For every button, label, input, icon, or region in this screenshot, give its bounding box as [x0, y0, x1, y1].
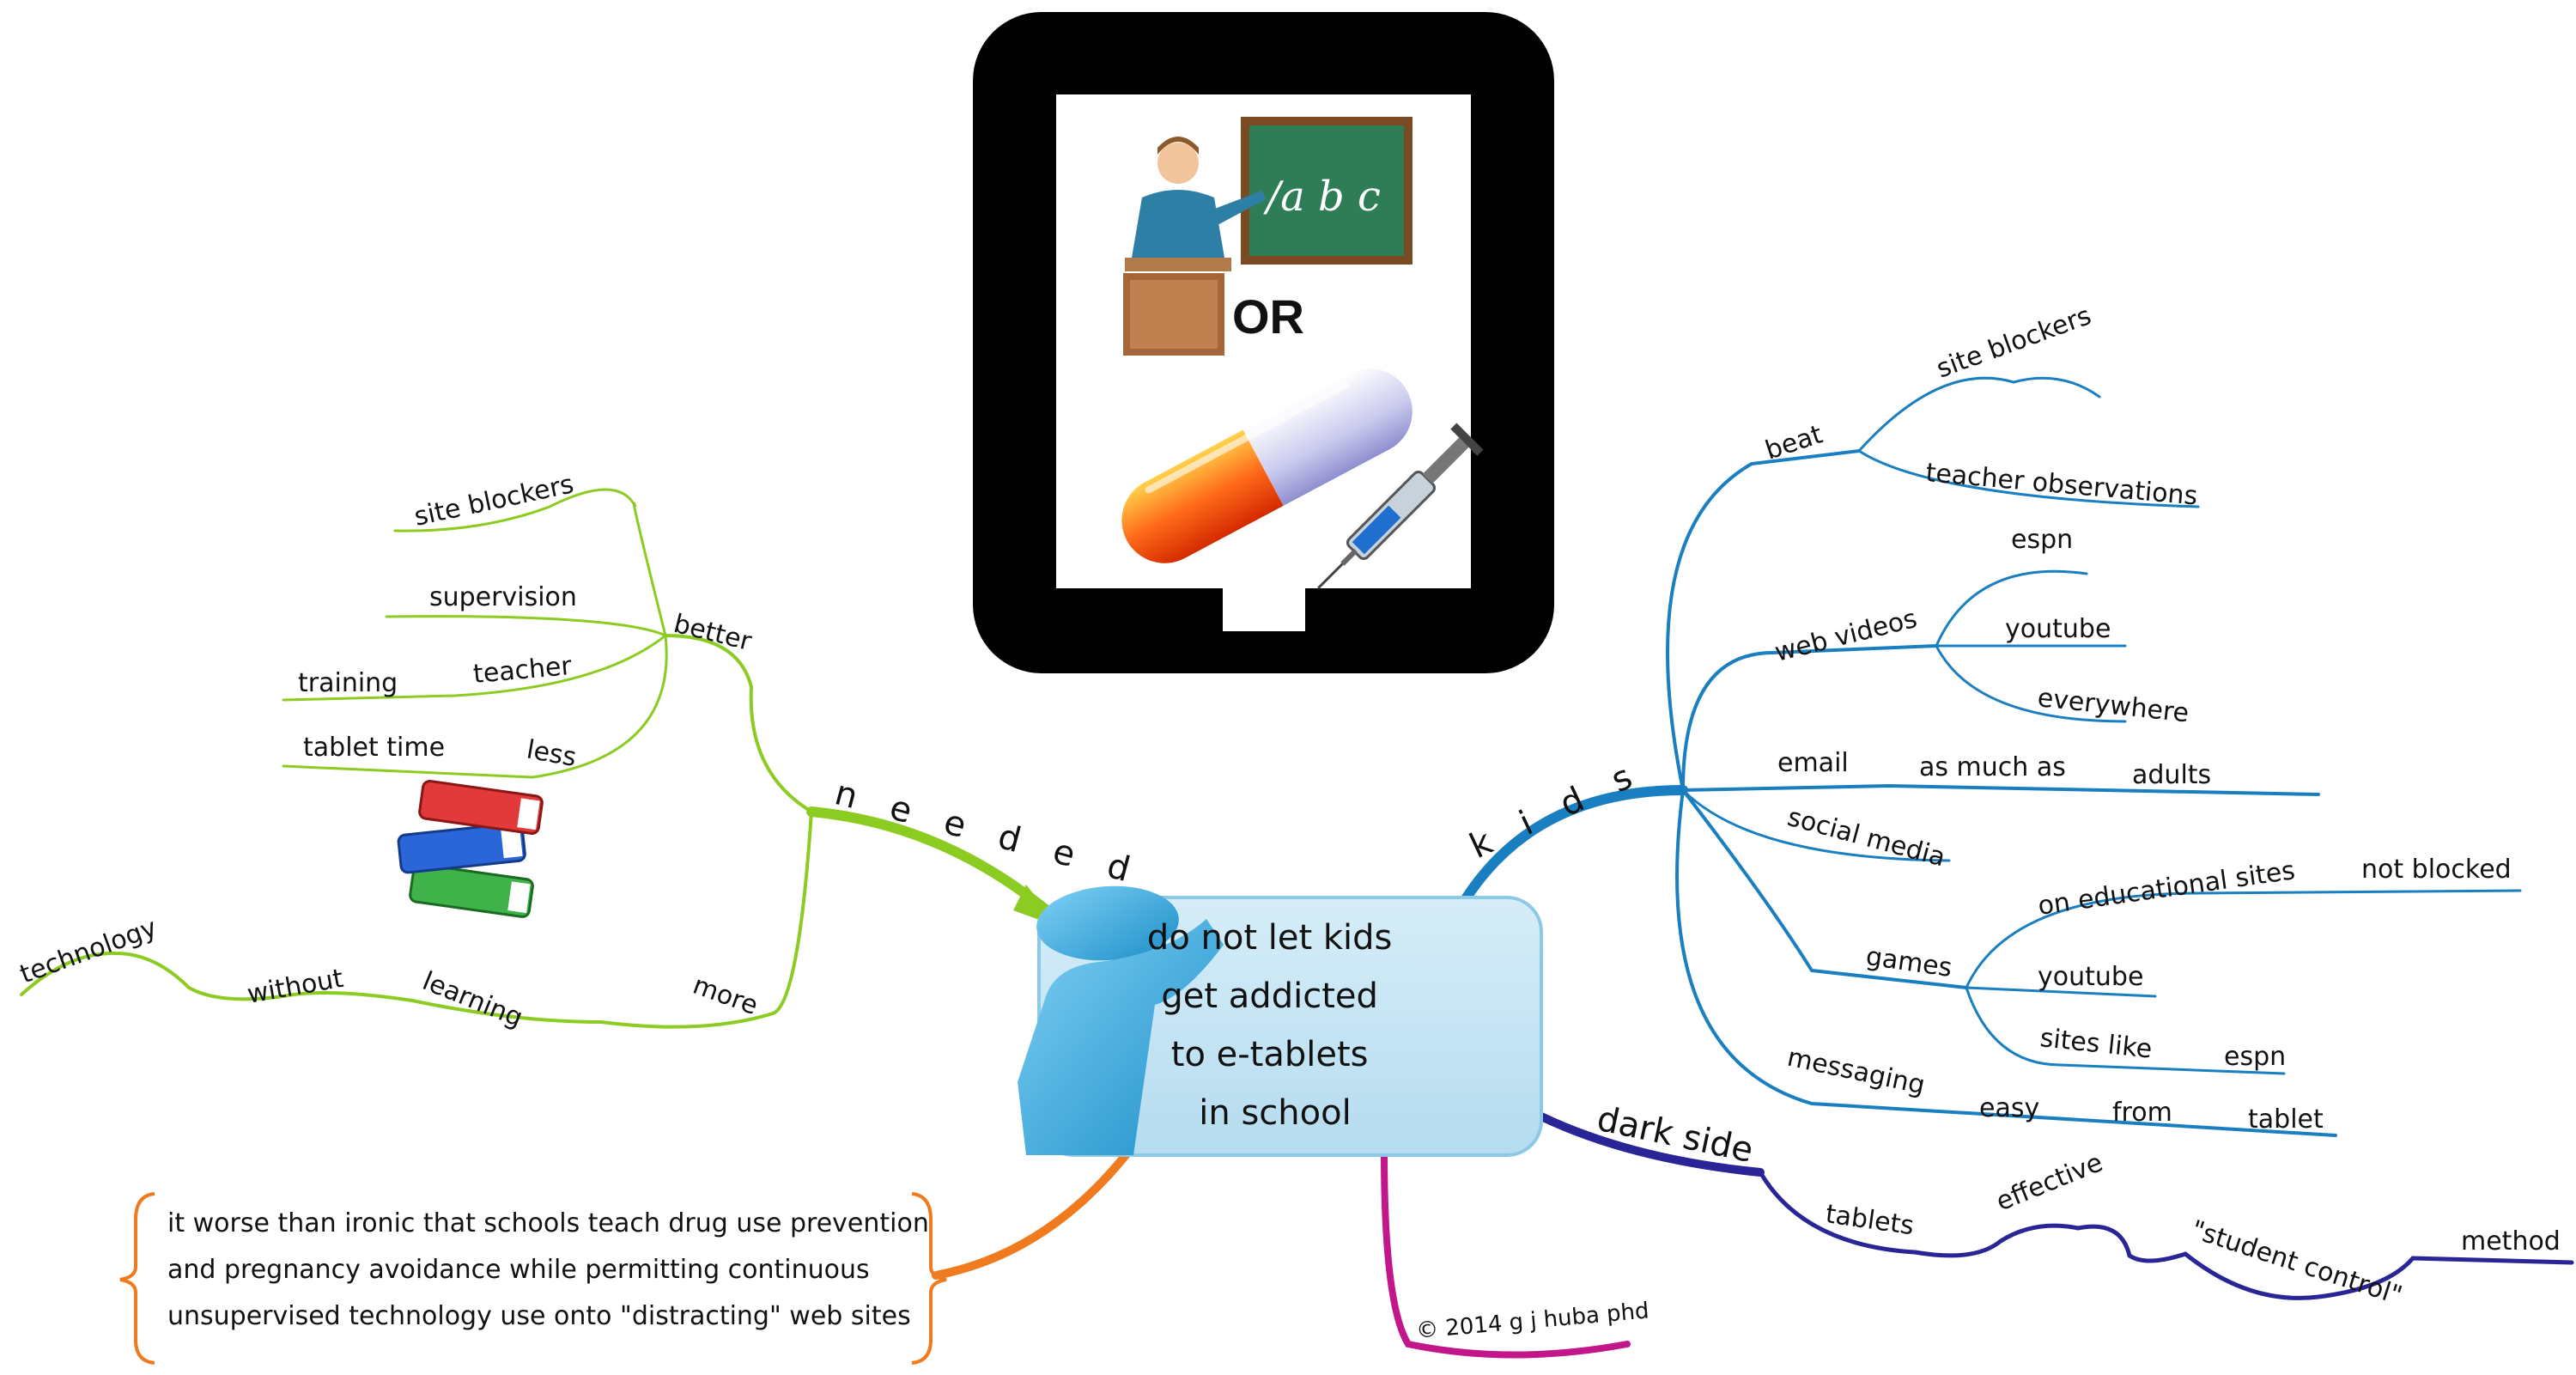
better-label[interactable]: better — [671, 609, 755, 657]
note-line-1: it worse than ironic that schools teach … — [167, 1208, 929, 1238]
center-title: do not let kids get addicted to e-tablet… — [1147, 918, 1403, 1133]
center-node[interactable]: do not let kids get addicted to e-tablet… — [1018, 881, 1543, 1157]
web-videos-espn-label[interactable]: espn — [2011, 525, 2073, 555]
note-left-brace — [119, 1192, 155, 1365]
email-as-much-as-label[interactable]: as much as — [1919, 752, 2066, 782]
tablet-time-label[interactable]: tablet time — [303, 733, 445, 763]
messaging-label[interactable]: messaging — [1784, 1043, 1927, 1101]
teacher-label[interactable]: teacher — [472, 651, 574, 690]
method-label[interactable]: method — [2461, 1226, 2561, 1256]
without-label[interactable]: without — [245, 964, 345, 1010]
chalkboard-text: /a b c — [1263, 173, 1381, 221]
center-line-1: do not let kids — [1147, 918, 1392, 958]
books-icon — [397, 780, 544, 918]
copyright-label: © 2014 g j huba phd — [1415, 1298, 1650, 1344]
web-videos-label[interactable]: web videos — [1771, 604, 1920, 668]
note-line-3: unsupervised technology use onto "distra… — [167, 1301, 911, 1331]
teacher-chalkboard-icon: /a b c — [1123, 117, 1413, 356]
person-icon — [1018, 885, 1224, 1155]
note-line-2: and pregnancy avoidance while permitting… — [167, 1255, 870, 1285]
games-espn-label[interactable]: espn — [2224, 1042, 2286, 1072]
note-right-brace — [911, 1192, 947, 1365]
center-line-4: in school — [1199, 1093, 1351, 1133]
messaging-easy-label[interactable]: easy — [1979, 1093, 2039, 1123]
copyright-branch — [1381, 1147, 1631, 1359]
center-line-3: to e-tablets — [1171, 1035, 1369, 1074]
not-blocked-label[interactable]: not blocked — [2361, 855, 2512, 885]
technology-label[interactable]: technology — [16, 913, 161, 990]
pill-syringe-icon — [1121, 368, 1484, 589]
center-line-2: get addicted — [1161, 976, 1377, 1016]
kids-label[interactable]: k i d s — [1464, 752, 1649, 867]
training-label[interactable]: training — [298, 668, 398, 698]
on-educational-sites-label[interactable]: on educational sites — [2036, 855, 2297, 922]
or-label: OR — [1232, 289, 1304, 344]
games-youtube-label[interactable]: youtube — [2038, 962, 2143, 992]
beat-site-blockers-label[interactable]: site blockers — [1933, 301, 2095, 384]
note-branch — [932, 1147, 1133, 1280]
supervision-label[interactable]: supervision — [429, 582, 577, 612]
web-videos-youtube-label[interactable]: youtube — [2005, 614, 2111, 644]
learning-label[interactable]: learning — [418, 966, 527, 1033]
sites-like-label[interactable]: sites like — [2038, 1023, 2154, 1064]
tablet-home-button — [1223, 588, 1305, 631]
teacher-observations-label[interactable]: teacher observations — [1924, 458, 2198, 512]
messaging-from-label[interactable]: from — [2112, 1098, 2172, 1128]
dark-side-branch — [1537, 1112, 2574, 1300]
note-text: it worse than ironic that schools teach … — [167, 1201, 940, 1340]
messaging-tablet-label[interactable]: tablet — [2248, 1104, 2324, 1135]
effective-label[interactable]: effective — [1992, 1147, 2107, 1217]
social-media-label[interactable]: social media — [1784, 802, 1948, 873]
more-label[interactable]: more — [689, 970, 762, 1021]
kids-branch — [1461, 376, 2522, 1137]
less-label[interactable]: less — [525, 734, 579, 773]
tablet-image-panel: /a b c OR — [973, 12, 1554, 673]
email-label[interactable]: email — [1777, 748, 1849, 778]
email-adults-label[interactable]: adults — [2132, 760, 2211, 790]
